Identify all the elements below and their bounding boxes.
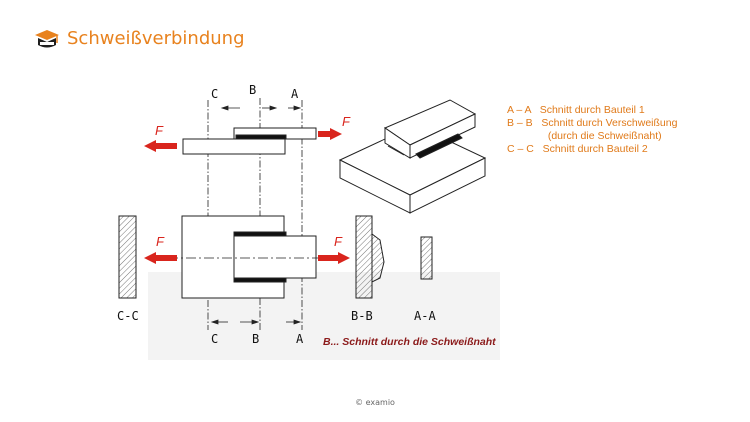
force-arrows [144, 128, 350, 264]
section-legend: A – A Schnitt durch Bauteil 1 B – B Schn… [507, 104, 677, 156]
force-arrow-right-top [318, 128, 342, 140]
force-label: F [156, 234, 165, 249]
legend-item: B – B Schnitt durch Verschweißung [507, 117, 678, 129]
weld-seam-bottom [233, 277, 287, 283]
section-bb-plate [355, 215, 373, 299]
section-label-c-bottom: C [211, 332, 218, 346]
view-label-cc: C-C [117, 309, 139, 323]
figure-caption: B... Schnitt durch die Schweißnaht [323, 336, 496, 348]
force-arrow-left-top [144, 140, 177, 152]
section-label-b-bottom: B [252, 332, 259, 346]
section-markers-top [220, 105, 302, 111]
section-label-a-bottom: A [296, 332, 304, 346]
view-label-bb: B-B [351, 309, 373, 323]
section-label-b-top: B [249, 83, 256, 97]
legend-item: C – C Schnitt durch Bauteil 2 [507, 143, 648, 155]
section-label-a-top: A [291, 87, 299, 101]
section-label-c-top: C [211, 87, 218, 101]
section-bb-weld [371, 233, 385, 283]
legend-item: (durch die Schweißnaht) [507, 130, 662, 142]
force-arrow-right-plan [318, 252, 350, 264]
copyright-footer: © examio [355, 398, 395, 407]
section-cc-shape [118, 215, 137, 299]
page-title: Schweißverbindung [67, 27, 245, 49]
header: Schweißverbindung [33, 22, 245, 54]
weld-seam-side [235, 134, 287, 140]
force-arrow-left-plan [144, 252, 177, 264]
plate-upper-plan [233, 235, 317, 279]
weld-seam-top [233, 231, 287, 237]
plate-lower-side [182, 138, 286, 155]
isometric-view [338, 99, 487, 214]
legend-item: A – A Schnitt durch Bauteil 1 [507, 104, 645, 116]
section-markers-bottom [210, 319, 302, 325]
view-label-aa: A-A [414, 309, 436, 323]
force-label: F [155, 123, 164, 138]
section-aa-shape [420, 236, 433, 280]
force-label: F [342, 114, 351, 129]
force-label: F [334, 234, 343, 249]
book-cap-icon [35, 30, 59, 48]
